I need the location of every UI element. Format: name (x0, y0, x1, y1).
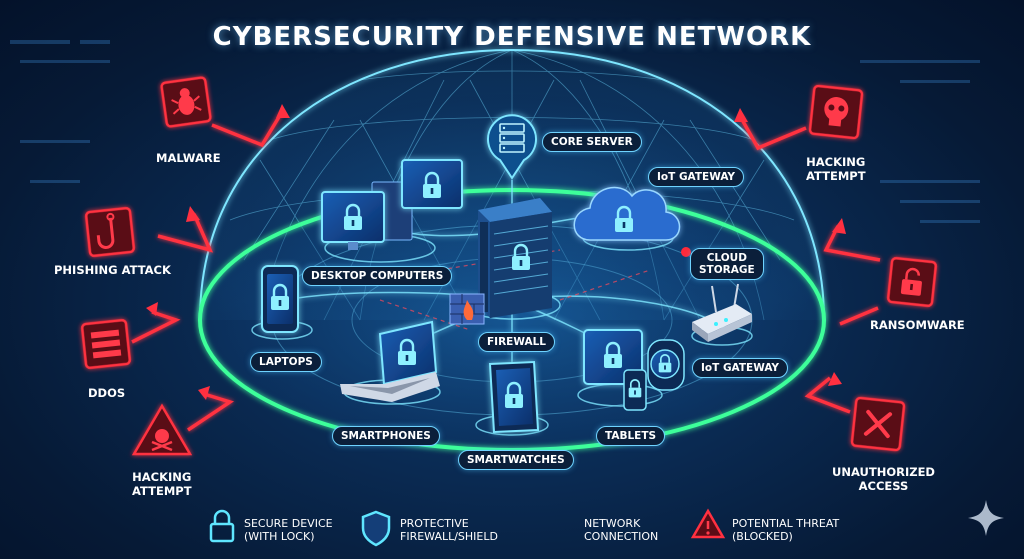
label-cloud-storage-line1: CLOUD (706, 252, 747, 264)
threat-label-hacking-left-2: ATTEMPT (132, 484, 192, 498)
ddos-icon (80, 318, 132, 370)
bug-icon (160, 76, 212, 128)
threat-label-unauthorized: UNAUTHORIZED ACCESS (832, 465, 935, 493)
label-smartwatches: SMARTWATCHES (458, 450, 574, 470)
warning-icon (690, 508, 726, 539)
legend-secure-line1: SECURE DEVICE (244, 517, 333, 530)
skull-icon (808, 84, 864, 140)
legend-icons (209, 500, 1004, 547)
legend-network-line2: CONNECTION (584, 530, 659, 543)
legend-shield-line1: PROTECTIVE (400, 517, 469, 530)
desktop-computers-group (321, 159, 463, 250)
tablets-group (583, 329, 685, 411)
threat-arrows (131, 111, 881, 432)
threat-label-unauthorized-1: UNAUTHORIZED (832, 465, 935, 479)
ransomware-icon (886, 256, 938, 308)
legend-network-line1: NETWORK (584, 517, 641, 530)
legend-threat: POTENTIAL THREAT (BLOCKED) (732, 517, 839, 543)
threat-label-hacking-right: HACKING ATTEMPT (806, 155, 866, 183)
legend-secure-device: SECURE DEVICE (WITH LOCK) (244, 517, 333, 543)
threat-dot (681, 247, 691, 257)
legend-network: NETWORK CONNECTION (584, 517, 658, 543)
threat-label-malware: MALWARE (156, 151, 221, 165)
page-title: CYBERSECURITY DEFENSIVE NETWORK (212, 22, 812, 52)
threat-label-unauthorized-2: ACCESS (858, 479, 909, 493)
label-iot-gateway-top: IoT GATEWAY (648, 167, 745, 187)
legend-shield: PROTECTIVE FIREWALL/SHIELD (400, 517, 498, 543)
label-desktop-computers: DESKTOP COMPUTERS (302, 266, 453, 286)
router-icon (692, 283, 752, 342)
label-firewall: FIREWALL (478, 332, 555, 352)
threat-arrowheads (146, 104, 846, 400)
threat-tiles (80, 76, 938, 456)
label-core-server: CORE SERVER (542, 132, 642, 152)
threat-label-ddos: DDOS (88, 386, 126, 400)
legend-secure-line2: (WITH LOCK) (244, 530, 315, 543)
legend-shield-line2: FIREWALL/SHIELD (400, 530, 498, 543)
server-tower (478, 198, 552, 318)
smartphone-icon (261, 265, 299, 333)
label-cloud-storage-line2: STORAGE (699, 264, 755, 276)
label-smartphones: SMARTPHONES (332, 426, 440, 446)
lock-icon (209, 509, 235, 543)
background-data-streaks (10, 40, 980, 223)
threat-label-hacking-left-1: HACKING (132, 470, 192, 484)
label-laptops: LAPTOPS (250, 352, 322, 372)
fishhook-icon (84, 206, 136, 258)
threat-label-phishing: PHISHING ATTACK (54, 263, 171, 277)
threat-label-ransomware: RANSOMWARE (870, 318, 965, 332)
legend-threat-line1: POTENTIAL THREAT (732, 517, 840, 530)
server-icon (499, 123, 525, 153)
label-tablets: TABLETS (596, 426, 666, 446)
label-cloud-storage: CLOUD STORAGE (690, 248, 764, 280)
firewall-icon (449, 293, 485, 325)
sparkle-icon (968, 500, 1004, 536)
cloud-icon (573, 186, 681, 241)
tablet-icon (488, 360, 540, 434)
legend-threat-line2: (BLOCKED) (732, 530, 793, 543)
shield-icon (361, 510, 391, 547)
label-iot-gateway-right: IoT GATEWAY (692, 358, 789, 378)
threat-label-hacking-left: HACKING ATTEMPT (132, 470, 192, 498)
threat-label-hacking-right-1: HACKING (806, 155, 866, 169)
warning-icon (131, 403, 193, 456)
core-server-pin (487, 114, 537, 180)
x-icon (850, 396, 906, 452)
laptop-icon (340, 320, 440, 402)
threat-label-hacking-right-2: ATTEMPT (806, 169, 866, 183)
